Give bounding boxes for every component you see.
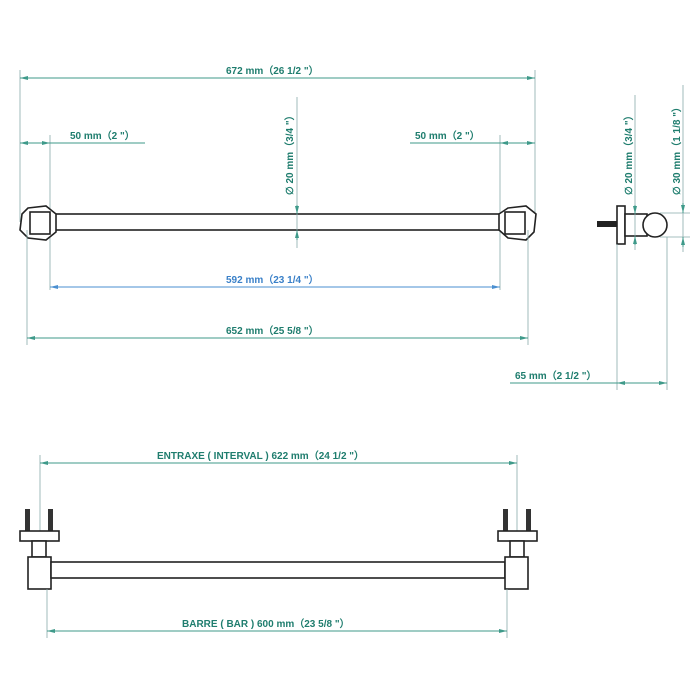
wall-plate: [19, 530, 60, 542]
towel-bar: [50, 561, 506, 579]
left-offset-label: 50 mm（2 "）: [70, 129, 135, 142]
side-view: ∅ 20 mm（3/4 "） ∅ 30 mm（1 1/8 "） 65 mm（2 …: [510, 85, 690, 390]
top-view: 672 mm（26 1/2 "） 50 mm（2 "） 50 mm（2 "） ∅…: [19, 64, 537, 345]
projection-label: 65 mm（2 1/2 "）: [515, 369, 596, 382]
right-end-cap-face: [504, 211, 526, 235]
towel-bar: [49, 213, 501, 231]
overall-length-label: 672 mm（26 1/2 "）: [226, 64, 319, 77]
bracket-stem: [31, 540, 47, 558]
bar-label: BARRE ( BAR ) 600 mm（23 5/8 "）: [182, 617, 350, 630]
interval-label: ENTRAXE ( INTERVAL ) 622 mm（24 1/2 "）: [157, 449, 364, 462]
wall-plate: [616, 205, 626, 245]
bar-length-label: 592 mm（23 1/4 "）: [226, 273, 319, 286]
length-652-label: 652 mm（25 5/8 "）: [226, 324, 319, 337]
screw: [503, 509, 508, 531]
side-bar-diameter-label: ∅ 20 mm（3/4 "）: [622, 110, 635, 195]
bracket-stem: [509, 540, 525, 558]
end-cap-circle: [642, 212, 668, 238]
wall-plate: [497, 530, 538, 542]
bracket-block: [27, 556, 52, 590]
bracket-block: [504, 556, 529, 590]
bar-diameter-label: ∅ 20 mm（3/4 "）: [283, 110, 296, 195]
screw: [526, 509, 531, 531]
front-view: ENTRAXE ( INTERVAL ) 622 mm（24 1/2 "） BA…: [19, 449, 538, 638]
screw: [25, 509, 30, 531]
screw: [48, 509, 53, 531]
right-offset-label: 50 mm（2 "）: [415, 129, 480, 142]
screw: [597, 221, 617, 227]
left-end-cap-face: [29, 211, 51, 235]
right-bracket: [497, 509, 538, 590]
end-diameter-label: ∅ 30 mm（1 1/8 "）: [670, 102, 683, 195]
